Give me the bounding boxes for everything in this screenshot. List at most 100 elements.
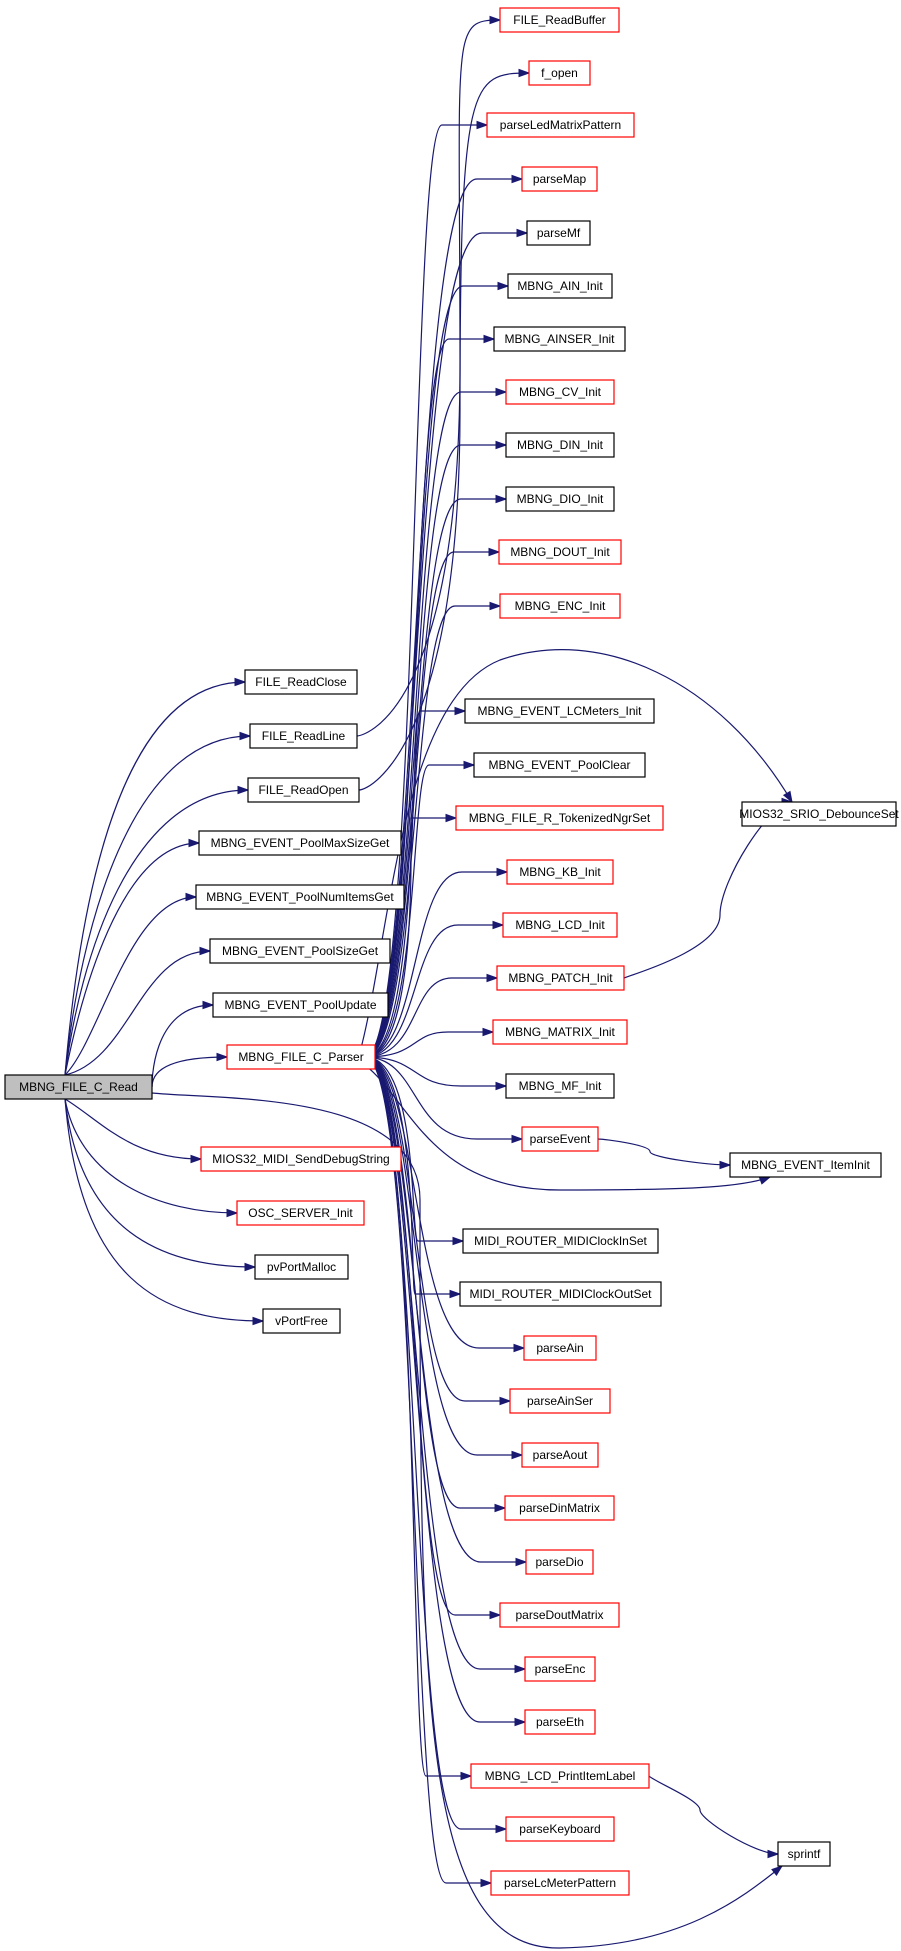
edge-arrowhead xyxy=(513,1343,526,1353)
node-sprintf[interactable]: sprintf xyxy=(777,1841,831,1867)
node-poolnumitems[interactable]: MBNG_EVENT_PoolNumItemsGet xyxy=(195,884,405,910)
node-readbuffer[interactable]: FILE_ReadBuffer xyxy=(499,7,620,33)
node-tokenized[interactable]: MBNG_FILE_R_TokenizedNgrSet xyxy=(455,805,664,831)
node-kbinit[interactable]: MBNG_KB_Init xyxy=(506,859,614,885)
edge-parser-to-mfinit xyxy=(364,1056,506,1087)
node-encinit[interactable]: MBNG_ENC_Init xyxy=(499,593,621,619)
edge-arrowhead xyxy=(452,1236,465,1246)
node-label: MBNG_LCD_Init xyxy=(515,918,605,932)
node-pvportmalloc[interactable]: pvPortMalloc xyxy=(254,1254,349,1280)
node-parseeth[interactable]: parseEth xyxy=(524,1709,596,1735)
edge-parser-to-lcdinit xyxy=(364,924,503,1058)
node-box xyxy=(486,112,635,138)
edge-arrowhead xyxy=(495,387,508,397)
node-parseenc[interactable]: parseEnc xyxy=(524,1656,596,1682)
node-label: sprintf xyxy=(788,1847,821,1861)
node-label: FILE_ReadClose xyxy=(255,675,347,689)
edge-arrowhead xyxy=(495,1081,508,1091)
node-parsekeyboard[interactable]: parseKeyboard xyxy=(505,1816,615,1842)
node-label: MBNG_ENC_Init xyxy=(515,599,606,613)
edge-arrowhead xyxy=(518,68,531,78)
node-box xyxy=(741,801,897,827)
edge-arrowhead xyxy=(482,1027,495,1037)
node-parsedoutmatrix[interactable]: parseDoutMatrix xyxy=(499,1602,620,1628)
node-clockout[interactable]: MIDI_ROUTER_MIDIClockOutSet xyxy=(459,1281,662,1307)
node-parseainser[interactable]: parseAinSer xyxy=(509,1388,611,1414)
node-cvinit[interactable]: MBNG_CV_Init xyxy=(505,379,615,405)
node-mfinit[interactable]: MBNG_MF_Init xyxy=(505,1073,615,1099)
node-poolclear[interactable]: MBNG_EVENT_PoolClear xyxy=(473,752,646,778)
node-parselcmeter[interactable]: parseLcMeterPattern xyxy=(490,1870,630,1896)
node-readline[interactable]: FILE_ReadLine xyxy=(249,723,358,749)
node-label: f_open xyxy=(541,66,578,80)
node-box xyxy=(523,1335,597,1361)
node-box xyxy=(528,60,591,86)
node-parseaout[interactable]: parseAout xyxy=(521,1442,599,1468)
node-poolupdate[interactable]: MBNG_EVENT_PoolUpdate xyxy=(212,992,389,1018)
node-label: MBNG_EVENT_PoolNumItemsGet xyxy=(206,890,394,904)
node-parser[interactable]: MBNG_FILE_C_Parser xyxy=(226,1044,376,1070)
edge-read-to-debugstring xyxy=(64,1098,202,1160)
node-label: MBNG_AINSER_Init xyxy=(504,332,615,346)
edge-readopen-to-fopen xyxy=(358,72,530,791)
edge-read-to-poolupdate xyxy=(151,1004,214,1088)
edge-parser-to-parseeth xyxy=(364,1056,525,1723)
edge-parser-to-parsedio xyxy=(364,1056,526,1563)
edge-arrowhead xyxy=(488,547,501,557)
node-lcmetersinit[interactable]: MBNG_EVENT_LCMeters_Init xyxy=(464,698,655,724)
node-matrixinit[interactable]: MBNG_MATRIX_Init xyxy=(492,1019,628,1045)
node-dininit[interactable]: MBNG_DIN_Init xyxy=(505,432,615,458)
node-fopen[interactable]: f_open xyxy=(528,60,591,86)
node-dioinit[interactable]: MBNG_DIO_Init xyxy=(505,486,615,512)
edge-arrowhead xyxy=(771,1865,784,1876)
node-label: parseDio xyxy=(535,1555,583,1569)
node-label: MBNG_EVENT_PoolSizeGet xyxy=(222,944,379,958)
node-printitemlabel[interactable]: MBNG_LCD_PrintItemLabel xyxy=(470,1763,650,1789)
node-oscinit[interactable]: OSC_SERVER_Init xyxy=(236,1200,365,1226)
node-readopen[interactable]: FILE_ReadOpen xyxy=(247,777,360,803)
edge-arrowhead xyxy=(511,174,524,184)
node-parseain[interactable]: parseAin xyxy=(523,1335,597,1361)
edge-arrowhead xyxy=(185,892,198,902)
node-parsedio[interactable]: parseDio xyxy=(525,1549,594,1575)
node-box xyxy=(499,7,620,33)
node-poolmaxsize[interactable]: MBNG_EVENT_PoolMaxSizeGet xyxy=(198,830,402,856)
node-clockin[interactable]: MIDI_ROUTER_MIDIClockInSet xyxy=(462,1228,659,1254)
edge-parser-to-parselcmeter xyxy=(364,1056,491,1884)
node-label: MBNG_FILE_C_Read xyxy=(19,1080,138,1094)
edge-arrowhead xyxy=(486,973,499,983)
node-lcdinit[interactable]: MBNG_LCD_Init xyxy=(502,912,618,938)
node-debugstring[interactable]: MIOS32_MIDI_SendDebugString xyxy=(200,1146,402,1172)
edge-arrowhead xyxy=(516,228,529,238)
node-box xyxy=(200,1146,402,1172)
node-poolsize[interactable]: MBNG_EVENT_PoolSizeGet xyxy=(209,938,391,964)
node-ainserinit[interactable]: MBNG_AINSER_Init xyxy=(493,326,626,352)
edge-arrowhead xyxy=(511,1134,524,1144)
node-vportfree[interactable]: vPortFree xyxy=(262,1308,341,1334)
node-doutinit[interactable]: MBNG_DOUT_Init xyxy=(498,539,622,565)
node-box xyxy=(455,805,664,831)
node-label: MBNG_EVENT_PoolUpdate xyxy=(224,998,376,1012)
edge-arrowhead xyxy=(514,1717,527,1727)
node-readclose[interactable]: FILE_ReadClose xyxy=(244,669,358,695)
edge-parser-to-parseledmatrix xyxy=(364,124,487,1058)
node-parseledmatrix[interactable]: parseLedMatrixPattern xyxy=(486,112,635,138)
node-patchinit[interactable]: MBNG_PATCH_Init xyxy=(496,965,625,991)
node-box xyxy=(504,1495,615,1521)
edge-parser-to-parsedoutmatrix xyxy=(364,1056,500,1616)
node-parsedinmatrix[interactable]: parseDinMatrix xyxy=(504,1495,615,1521)
edge-read-to-readclose xyxy=(64,681,246,1076)
edge-arrowhead xyxy=(767,1849,780,1859)
node-iteminit[interactable]: MBNG_EVENT_ItemInit xyxy=(729,1152,882,1178)
node-parseevent[interactable]: parseEvent xyxy=(521,1126,599,1152)
node-box xyxy=(499,593,621,619)
node-box xyxy=(524,1709,596,1735)
node-box xyxy=(249,723,358,749)
node-read[interactable]: MBNG_FILE_C_Read xyxy=(4,1074,153,1100)
node-aininit[interactable]: MBNG_AIN_Init xyxy=(507,273,613,299)
node-label: parseDoutMatrix xyxy=(515,1608,603,1622)
node-debounceset[interactable]: MIOS32_SRIO_DebounceSet xyxy=(739,801,899,827)
node-parsemap[interactable]: parseMap xyxy=(521,166,598,192)
node-parsemf[interactable]: parseMf xyxy=(526,220,591,246)
node-box xyxy=(493,326,626,352)
